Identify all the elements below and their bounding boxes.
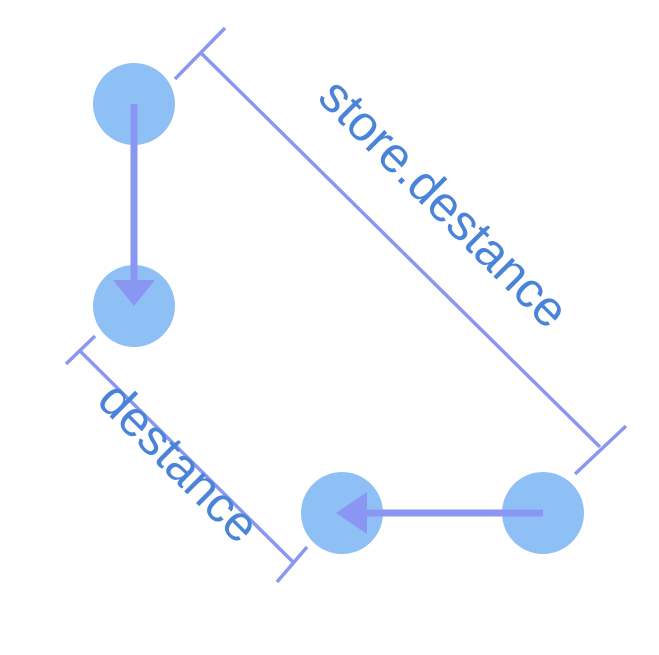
long-dimension-tick-start [173,26,227,81]
arrow-left [336,492,543,534]
short-dimension-label: destance [87,370,270,553]
short-dimension-main-line [78,349,295,564]
short-dimension-tick-end [275,545,309,584]
short-dimension: destance [64,334,309,584]
arrow-down [113,104,155,306]
long-dimension-main-line [198,50,602,449]
long-dimension: store.destance [173,26,628,476]
long-dimension-label: store.destance [308,67,580,339]
long-dimension-tick-end [573,424,628,476]
short-dimension-tick-start [64,334,97,366]
